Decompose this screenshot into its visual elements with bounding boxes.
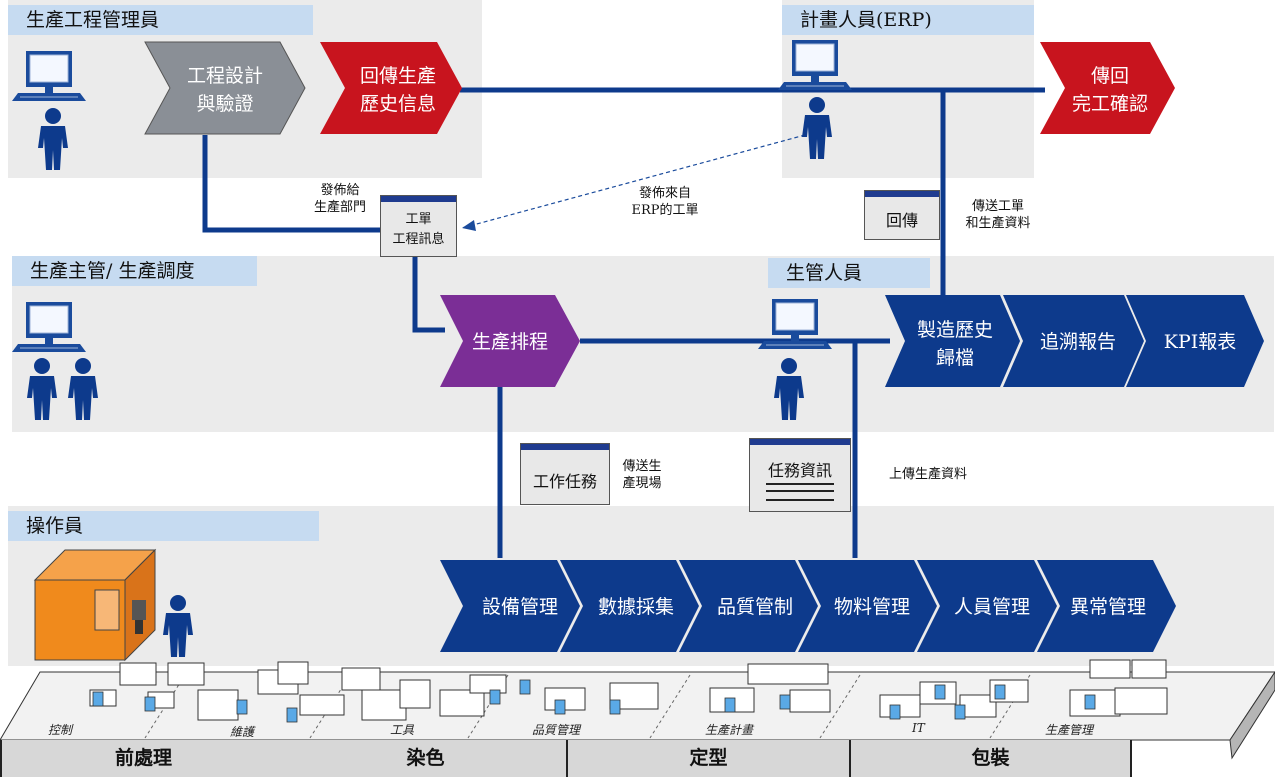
- role-operator: 操作員: [8, 511, 319, 541]
- note-line: 傳送工單: [971, 199, 1024, 214]
- step-eng-design-line2: 與驗證: [196, 93, 253, 115]
- chevron-trace-report: [1003, 295, 1144, 387]
- floor-label-production-mgmt: 生產管理: [1045, 723, 1094, 737]
- note-send-work-order: 傳送工單 和生產資料: [948, 198, 1048, 232]
- work-order-line1: 工單: [405, 212, 432, 227]
- step-return-confirm-line2: 完工確認: [1072, 93, 1148, 115]
- stage-dyeing: 染色: [285, 740, 568, 777]
- module-label: 人員管理: [954, 596, 1030, 618]
- note-line: ERP的工單: [631, 203, 699, 218]
- task-info-label: 任務資訊: [767, 461, 832, 480]
- floor-label-quality: 品質管理: [532, 723, 581, 737]
- floor-label-it: IT: [912, 721, 925, 735]
- note-line: 產現場: [622, 476, 662, 491]
- stage-pretreatment: 前處理: [0, 740, 287, 777]
- step-return-confirm-line1: 傳回: [1091, 65, 1129, 87]
- note-line: 發佈給: [320, 183, 360, 198]
- work-order-line2: 工程訊息: [392, 232, 445, 247]
- step-kpi-report: KPI報表: [1164, 331, 1236, 353]
- computer-icon: [11, 50, 87, 102]
- person-icon: [802, 97, 832, 159]
- module-label: 物料管理: [834, 596, 910, 618]
- computer-icon: [757, 298, 833, 350]
- factory-floor: [0, 659, 1275, 760]
- step-archive-line2: 歸檔: [936, 347, 974, 369]
- module-label: 異常管理: [1070, 596, 1146, 618]
- step-trace-report: 追溯報告: [1040, 331, 1116, 353]
- stage-setting: 定型: [568, 740, 851, 777]
- floor-label-control: 控制: [48, 723, 73, 737]
- floor-label-tooling: 工具: [390, 723, 415, 737]
- step-return-history-line1: 回傳生產: [360, 65, 436, 87]
- note-release-from-erp: 發佈來自 ERP的工單: [620, 185, 710, 219]
- work-task-document: 工作任務: [520, 443, 610, 505]
- note-upload-production-data: 上傳生產資料: [888, 467, 967, 482]
- note-line: 發佈來自: [638, 186, 691, 201]
- module-label: 數據採集: [598, 596, 674, 618]
- chevron-eng-design: [144, 41, 306, 135]
- role-production-supervisor: 生產主管/ 生產調度: [12, 256, 257, 286]
- person-icon: [774, 358, 804, 420]
- floor-label-planning: 生產計畫: [705, 723, 754, 737]
- step-archive-line1: 製造歷史: [917, 319, 993, 341]
- chevron-module-6: [1037, 560, 1176, 652]
- module-label: 設備管理: [482, 596, 558, 618]
- chevron-return-history: [320, 42, 462, 134]
- person-icon: [38, 108, 68, 170]
- computer-icon: [11, 301, 87, 353]
- note-send-to-floor: 傳送生 產現場: [612, 458, 672, 492]
- note-line: 生產部門: [313, 200, 366, 215]
- note-line: 傳送生: [622, 459, 662, 474]
- work-order-document: 工單 工程訊息: [380, 195, 457, 257]
- person-icon: [27, 358, 57, 420]
- return-doc-label: 回傳: [885, 211, 918, 230]
- module-label: 品質管制: [717, 596, 793, 618]
- chevron-scheduling: [440, 295, 580, 387]
- text-lines-icon: [766, 483, 834, 501]
- chevron-module-4: [798, 560, 937, 652]
- role-production-staff: 生管人員: [768, 258, 930, 288]
- role-engineering-manager: 生產工程管理員: [8, 5, 313, 35]
- person-icon: [68, 358, 98, 420]
- computer-icon: [777, 39, 853, 91]
- return-document: 回傳: [864, 190, 940, 240]
- chevron-archive: [885, 295, 1020, 387]
- machine-icon: [33, 548, 157, 662]
- chevron-module-3: [679, 560, 818, 652]
- note-line: 和生產資料: [965, 216, 1031, 231]
- work-task-label: 工作任務: [532, 472, 597, 491]
- role-planner: 計畫人員(ERP): [782, 5, 1034, 35]
- step-return-history-line2: 歷史信息: [360, 93, 436, 115]
- chevron-module-1: [440, 560, 580, 652]
- connector-lines: [202, 87, 1045, 558]
- arrowhead-icon: [462, 220, 476, 231]
- task-info-document: 任務資訊: [749, 438, 851, 512]
- stage-packaging: 包裝: [851, 740, 1132, 777]
- chevron-kpi-report: [1126, 295, 1264, 387]
- module-chevrons: 設備管理 數據採集 品質管制 物料管理 人員管理 異常管理: [440, 560, 1176, 652]
- step-scheduling: 生產排程: [472, 331, 548, 353]
- floor-label-maintenance: 維護: [230, 725, 255, 739]
- step-eng-design-line1: 工程設計: [187, 65, 263, 87]
- chevron-module-2: [560, 560, 699, 652]
- operator-person-icon: [163, 595, 193, 657]
- chevron-module-5: [917, 560, 1057, 652]
- chevron-return-confirm: [1040, 42, 1175, 134]
- note-release-to-production: 發佈給 生產部門: [300, 182, 380, 216]
- erp-dashed-line: [461, 134, 806, 229]
